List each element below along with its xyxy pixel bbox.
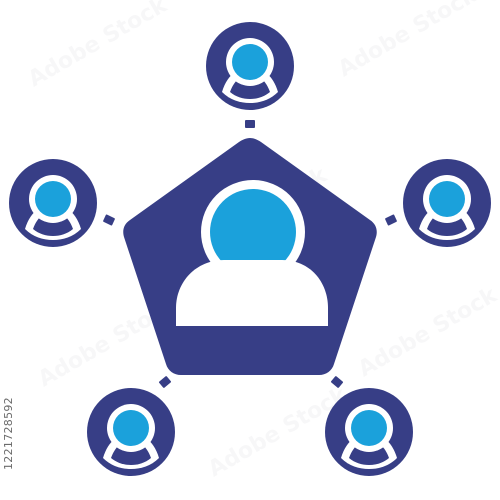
user-body [176,260,328,326]
satellite-head [351,410,387,446]
satellite-head [232,44,268,80]
connector-lines [103,120,397,388]
connector-bottom-left [159,376,171,388]
satellite-left [9,159,97,247]
satellite-head [113,410,149,446]
satellite-head [429,181,465,217]
satellite-top [206,22,294,110]
user-icon [176,180,328,326]
satellite-head [35,181,71,217]
satellites [9,22,491,476]
satellite-bottom-right [325,388,413,476]
connector-right [385,214,397,226]
connector-left [103,214,115,226]
connector-bottom-right [331,376,343,388]
satellite-right [403,159,491,247]
stock-id-label: 1221728592 [2,397,15,470]
connector-top [245,120,255,128]
satellite-bottom-left [87,388,175,476]
user-head [210,189,296,275]
